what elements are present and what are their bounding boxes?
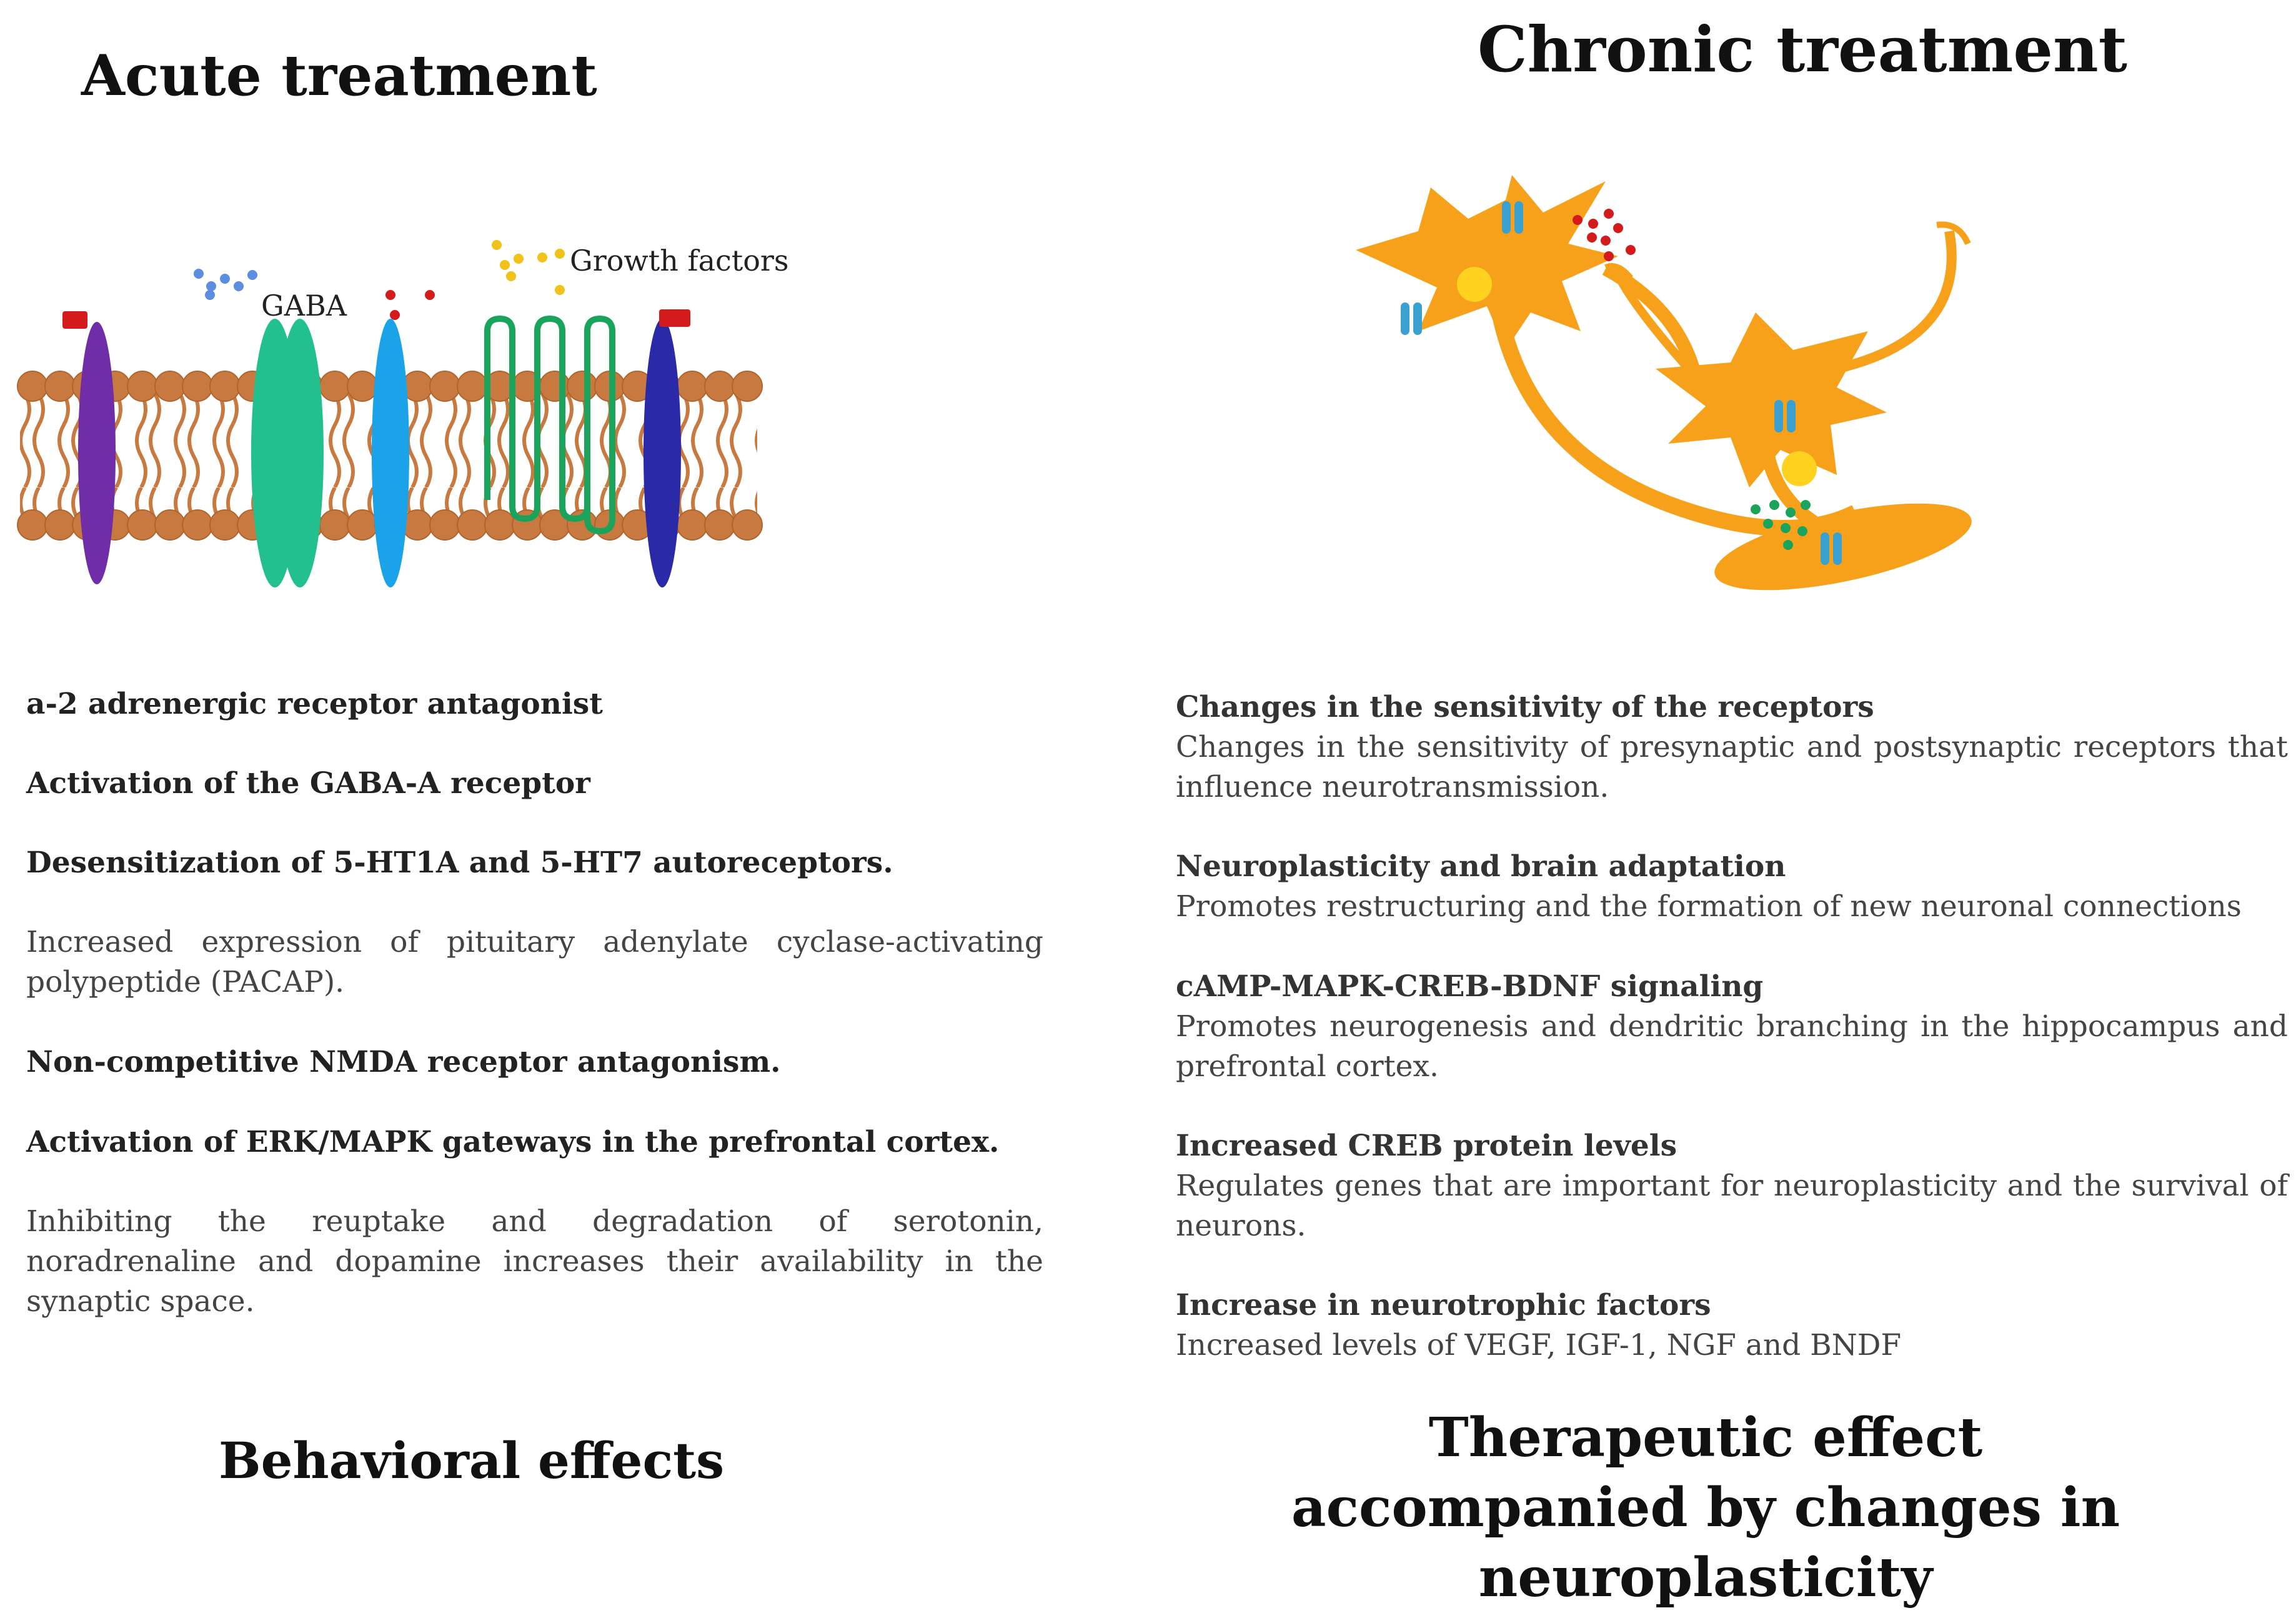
purple-receptor — [78, 322, 116, 584]
lipid-head — [127, 371, 158, 402]
gaba-a-receptor — [251, 319, 324, 587]
green-neurotransmitters — [1751, 500, 1811, 550]
gaba-label: GABA — [261, 289, 347, 322]
lipid-head — [457, 509, 488, 541]
lipid-head — [209, 509, 241, 541]
chronic-item-head: cAMP-MAPK-CREB-BDNF signaling — [1176, 969, 1764, 1004]
lipid-head — [154, 509, 186, 541]
darkblue-receptor — [644, 319, 681, 587]
acute-item-3: Desensitization of 5-HT1A and 5-HT7 auto… — [26, 843, 1043, 883]
acute-item-head: Activation of ERK/MAPK gateways in the p… — [26, 1125, 1000, 1159]
chronic-item-4: Increased CREB protein levels Regulates … — [1176, 1126, 2288, 1246]
lipid-head — [127, 509, 158, 541]
lipid-head — [732, 371, 763, 402]
chronic-item-body: Changes in the sensitivity of presynapti… — [1176, 730, 2288, 804]
acute-item-head: Activation of the GABA-A receptor — [26, 766, 590, 801]
red-ligand-right — [659, 309, 690, 327]
lipid-head — [347, 371, 378, 402]
growth-factor-ligands — [492, 240, 565, 295]
lipid-head — [429, 371, 460, 402]
acute-item-head: Desensitization of 5-HT1A and 5-HT7 auto… — [26, 846, 893, 880]
growth-factor-receptor — [484, 315, 615, 535]
lipid-head — [44, 509, 76, 541]
red-neurotransmitters — [1573, 209, 1636, 261]
chronic-item-head: Increased CREB protein levels — [1176, 1129, 1677, 1163]
lipid-head — [677, 371, 708, 402]
chronic-item-body: Regulates genes that are important for n… — [1176, 1169, 2288, 1243]
lipid-head — [154, 371, 186, 402]
chronic-item-3: cAMP-MAPK-CREB-BDNF signaling Promotes n… — [1176, 967, 2288, 1087]
ion-channels — [1401, 201, 1842, 565]
red-ligand-left — [62, 311, 87, 329]
neuron-small — [1604, 221, 1971, 544]
chronic-item-body: Increased levels of VEGF, IGF-1, NGF and… — [1176, 1328, 1902, 1362]
acute-item-head: a-2 adrenergic receptor antagonist — [26, 687, 603, 721]
lipid-head — [732, 509, 763, 541]
acute-treatment-title: Acute treatment — [81, 42, 597, 109]
acute-item-6: Activation of ERK/MAPK gateways in the p… — [26, 1122, 1043, 1162]
chronic-item-head: Neuroplasticity and brain adaptation — [1176, 849, 1786, 884]
acute-item-4: Increased expression of pituitary adenyl… — [26, 922, 1043, 1002]
lipid-head — [182, 509, 213, 541]
acute-item-head: Non-competitive NMDA receptor antagonism… — [26, 1045, 781, 1079]
lipid-head — [44, 371, 76, 402]
lipid-head — [484, 509, 515, 541]
lightblue-receptor — [372, 319, 409, 587]
lipid-head — [319, 509, 350, 541]
lipid-head — [319, 371, 350, 402]
acute-item-2: Activation of the GABA-A receptor — [26, 764, 1043, 804]
neuron-large — [1356, 175, 1972, 591]
lipid-head — [347, 509, 378, 541]
lipid-head — [704, 509, 735, 541]
lipid-head — [704, 371, 735, 402]
chronic-item-2: Neuroplasticity and brain adaptation Pro… — [1176, 847, 2288, 927]
red-ligands — [385, 290, 435, 320]
neuron-network-illustration — [1356, 175, 1972, 591]
chronic-item-body: Promotes neurogenesis and dendritic bran… — [1176, 1009, 2288, 1084]
lipid-head — [17, 509, 48, 541]
acute-item-7: Inhibiting the reuptake and degradation … — [26, 1202, 1043, 1322]
lipid-head — [677, 509, 708, 541]
chronic-item-body: Promotes restructuring and the formation… — [1176, 889, 2242, 924]
therapeutic-effect-title: Therapeutic effect accompanied by change… — [1291, 1406, 2120, 1609]
chronic-item-1: Changes in the sensitivity of the recept… — [1176, 687, 2288, 807]
acute-item-1: a-2 adrenergic receptor antagonist — [26, 684, 1043, 724]
chronic-item-head: Changes in the sensitivity of the recept… — [1176, 690, 1874, 724]
nucleus-large — [1457, 267, 1492, 302]
behavioral-effects-title: Behavioral effects — [219, 1431, 725, 1490]
chronic-item-5: Increase in neurotrophic factors Increas… — [1176, 1286, 2288, 1366]
acute-item-5: Non-competitive NMDA receptor antagonism… — [26, 1042, 1043, 1082]
lipid-head — [17, 371, 48, 402]
lipid-head — [567, 371, 598, 402]
growth-factors-label: Growth factors — [570, 244, 789, 277]
acute-item-body: Inhibiting the reuptake and degradation … — [26, 1204, 1043, 1319]
gaba-ligands — [194, 269, 257, 300]
lipid-head — [457, 371, 488, 402]
lipid-head — [429, 509, 460, 541]
acute-item-body: Increased expression of pituitary adenyl… — [26, 925, 1043, 999]
nucleus-small — [1782, 451, 1817, 486]
lipid-head — [209, 371, 241, 402]
cell-membrane-illustration — [17, 240, 763, 587]
lipid-head — [182, 371, 213, 402]
chronic-item-head: Increase in neurotrophic factors — [1176, 1288, 1711, 1322]
chronic-treatment-title: Chronic treatment — [1478, 12, 2127, 86]
